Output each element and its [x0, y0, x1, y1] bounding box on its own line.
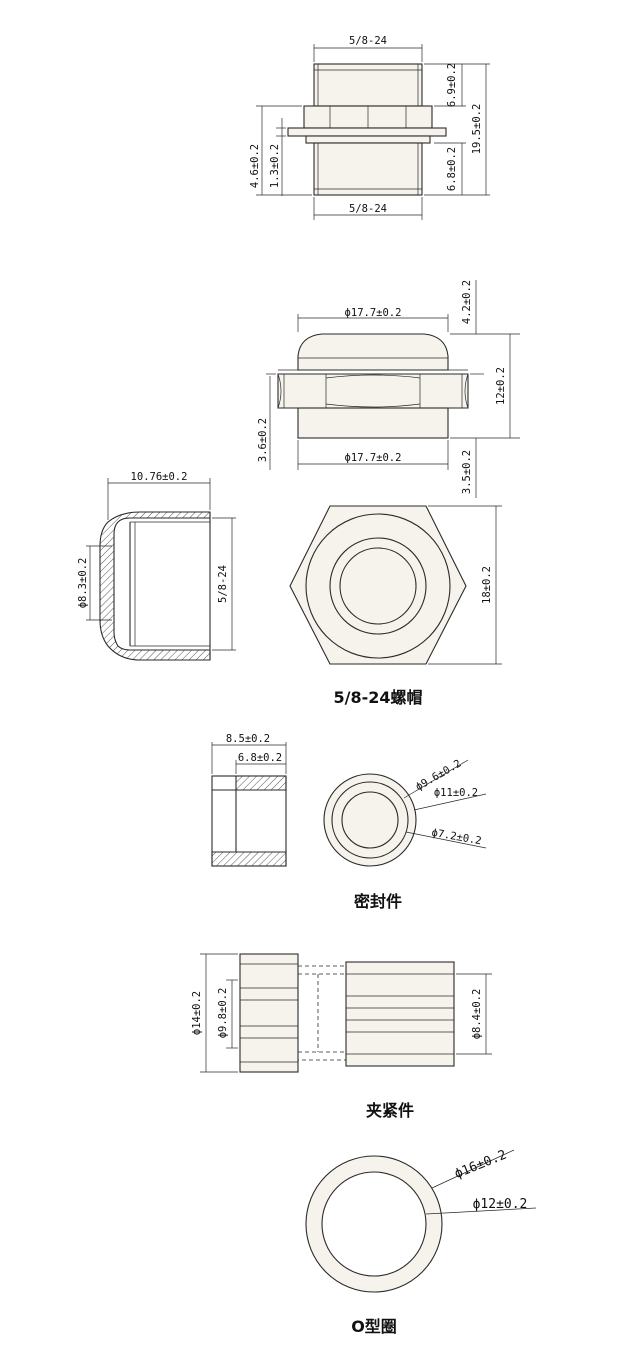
dim-cap-hex: 3.6±0.2	[257, 418, 269, 462]
caption-cap-nut: 5/8-24螺帽	[333, 688, 422, 707]
seal-outline	[211, 775, 287, 867]
upper-thread-section	[313, 63, 423, 107]
dim-section-width: 10.76±0.2	[131, 471, 188, 483]
dim-seal-dia-mid: ϕ11±0.2	[434, 787, 478, 799]
dim-cap-dia-bottom: ϕ17.7±0.2	[345, 452, 402, 464]
dim-seal-length-total: 8.5±0.2	[226, 733, 270, 745]
dim-cap-skirt: 3.5±0.2	[461, 450, 473, 494]
cap-dome	[297, 333, 449, 371]
dim-left-inner: 1.3±0.2	[269, 144, 281, 188]
cap-nut-section-view: 10.76±0.2 ϕ8.3±0.2 5/8-24	[77, 471, 236, 661]
seal-section-view: 8.5±0.2 6.8±0.2	[211, 733, 287, 867]
cap-nut-side-view: ϕ17.7±0.2 ϕ17.7±0.2 4.2±0.2 12±0.2 3.5±0…	[257, 280, 520, 498]
dim-upper-length: 6.9±0.2	[446, 63, 458, 107]
dim-clamp-dia-right: ϕ8.4±0.2	[471, 989, 483, 1040]
thread-body-view: 5/8-24 5/8-24 6.9±0.2 19.5±0.2 6.8±0.2 4…	[249, 35, 490, 220]
cap-hex-band	[277, 373, 469, 409]
cap-nut-top-view: 18±0.2	[289, 505, 502, 665]
dim-total-length: 19.5±0.2	[471, 104, 483, 155]
dim-lower-length: 6.8±0.2	[446, 147, 458, 191]
body-collar	[305, 135, 431, 144]
hex-ring-outer	[329, 537, 427, 635]
dim-seal-length-inner: 6.8±0.2	[238, 752, 282, 764]
lower-thread-section	[313, 142, 423, 196]
dim-thread-bottom: 5/8-24	[349, 203, 387, 215]
oring-view: ϕ16±0.2 ϕ12±0.2	[305, 1148, 537, 1293]
caption-seal: 密封件	[353, 892, 402, 911]
cap-skirt	[297, 407, 449, 439]
dim-oring-dia-outer: ϕ16±0.2	[452, 1148, 508, 1182]
clamp-barrel	[345, 961, 455, 1067]
dim-seal-dia-inner: ϕ7.2±0.2	[431, 827, 483, 848]
caption-clamp: 夹紧件	[366, 1101, 414, 1120]
dim-section-thread: 5/8-24	[217, 565, 229, 603]
seal-end-view: ϕ9.6±0.2 ϕ11±0.2 ϕ7.2±0.2	[323, 758, 487, 867]
dim-clamp-dia-inner: ϕ9.8±0.2	[217, 988, 229, 1039]
caption-oring: O型圈	[351, 1317, 397, 1336]
cap-section-wall	[99, 511, 211, 661]
dim-section-bore: ϕ8.3±0.2	[77, 558, 89, 609]
hex-outline	[289, 505, 467, 665]
dim-cap-height: 12±0.2	[495, 367, 507, 405]
clamp-view: ϕ14±0.2 ϕ9.8±0.2 ϕ8.4±0.2	[191, 953, 492, 1073]
dim-oring-dia-inner: ϕ12±0.2	[473, 1197, 528, 1212]
seal-outer-circle	[323, 773, 417, 867]
dim-clamp-dia-outer: ϕ14±0.2	[191, 991, 203, 1035]
dim-cap-dome: 4.2±0.2	[461, 280, 473, 324]
dim-hex-across: 18±0.2	[481, 566, 493, 604]
seal-mid-circle	[331, 781, 409, 859]
hex-inscribed-circle	[305, 513, 451, 659]
body-flange	[287, 127, 447, 137]
seal-inner-circle	[341, 791, 399, 849]
dim-left-outer: 4.6±0.2	[249, 144, 261, 188]
oring-inner-circle	[321, 1171, 427, 1277]
dim-cap-dia-top: ϕ17.7±0.2	[345, 307, 402, 319]
dim-thread-top: 5/8-24	[349, 35, 387, 47]
hex-ring-inner	[339, 547, 417, 625]
clamp-collar	[239, 953, 299, 1073]
